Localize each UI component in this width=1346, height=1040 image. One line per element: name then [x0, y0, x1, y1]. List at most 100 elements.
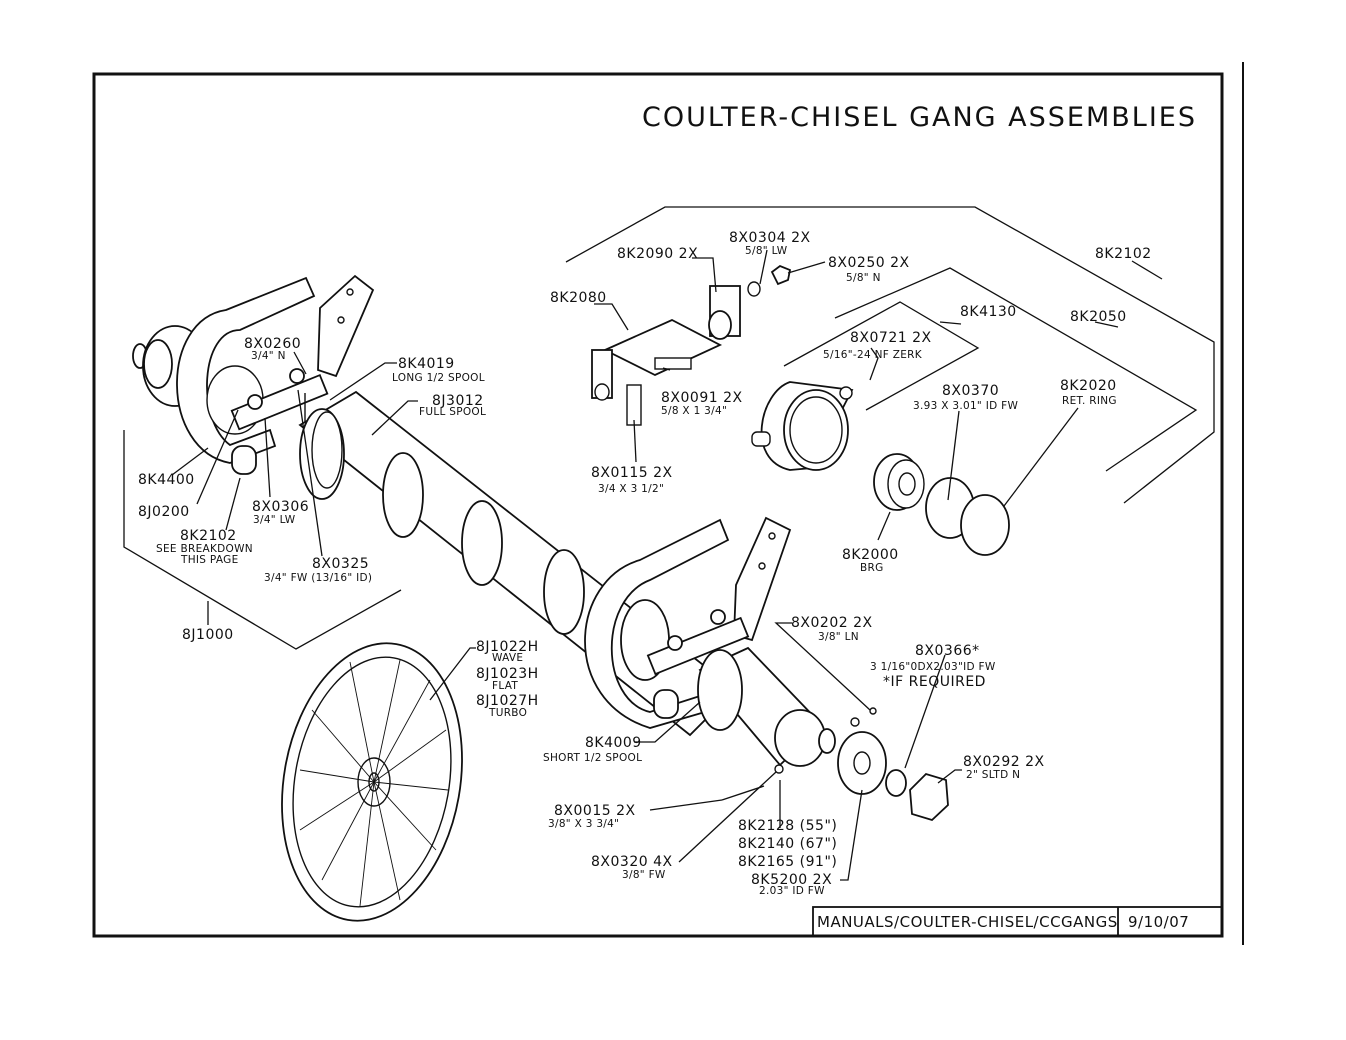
svg-text:8K2128 (55"): 8K2128 (55")	[738, 818, 837, 834]
callout-8J1027H: 8J1027H TURBO	[476, 693, 538, 719]
svg-text:8K2050: 8K2050	[1070, 309, 1127, 325]
callout-8K5200: 8K5200 2X 2.03" ID FW	[751, 872, 832, 897]
svg-text:2.03" ID FW: 2.03" ID FW	[759, 885, 825, 897]
callout-8J3012: 8J3012 FULL SPOOL	[419, 393, 486, 418]
svg-text:3/8" LN: 3/8" LN	[818, 631, 859, 643]
svg-text:3.93 X 3.01" ID FW: 3.93 X 3.01" ID FW	[913, 400, 1018, 412]
svg-text:3/4" N: 3/4" N	[251, 350, 286, 362]
svg-text:8J1000: 8J1000	[182, 627, 234, 643]
callout-8X0721: 8X0721 2X 5/16"-24 NF ZERK	[823, 330, 932, 361]
svg-text:5/8 X 1 3/4": 5/8 X 1 3/4"	[661, 405, 727, 417]
callout-8J1000: 8J1000	[182, 627, 234, 643]
callout-8K2165: 8K2165 (91")	[738, 854, 837, 870]
bracket-assembly	[591, 264, 792, 426]
svg-text:5/8" LW: 5/8" LW	[745, 245, 788, 257]
callout-8X0370: 8X0370 3.93 X 3.01" ID FW	[913, 383, 1018, 412]
svg-text:8X0250 2X: 8X0250 2X	[828, 255, 910, 271]
callout-8K2000: 8K2000 BRG	[842, 547, 899, 574]
drawing-title: COULTER-CHISEL GANG ASSEMBLIES	[642, 102, 1197, 133]
svg-text:8K2090 2X: 8K2090 2X	[617, 246, 698, 262]
callout-8K2090: 8K2090 2X	[617, 246, 698, 262]
drawing-border	[92, 72, 1224, 938]
callout-8K2020: 8K2020 RET. RING	[1060, 378, 1117, 407]
manual-path: MANUALS/COULTER-CHISEL/CCGANGS	[817, 913, 1118, 931]
callout-8X0115: 8X0115 2X 3/4 X 3 1/2"	[591, 465, 673, 495]
svg-text:SEE BREAKDOWN: SEE BREAKDOWN	[156, 543, 253, 555]
svg-text:8K2140 (67"): 8K2140 (67")	[738, 836, 837, 852]
svg-text:8J1022H: 8J1022H	[476, 639, 539, 655]
svg-text:8X0115 2X: 8X0115 2X	[591, 465, 673, 481]
svg-text:THIS PAGE: THIS PAGE	[180, 554, 239, 566]
svg-text:5/16"-24 NF ZERK: 5/16"-24 NF ZERK	[823, 349, 923, 361]
callout-8J1022H: 8J1022H WAVE	[476, 639, 539, 664]
svg-text:3/8" X 3 3/4": 3/8" X 3 3/4"	[548, 818, 619, 830]
svg-text:8X0306: 8X0306	[252, 499, 309, 515]
svg-text:SHORT 1/2 SPOOL: SHORT 1/2 SPOOL	[543, 752, 642, 764]
svg-text:8K5200 2X: 8K5200 2X	[751, 872, 832, 888]
callout-8K4400: 8K4400	[138, 472, 195, 488]
callout-8X0202: 8X0202 2X 3/8" LN	[791, 615, 873, 643]
coulter-blade	[281, 642, 463, 922]
svg-text:8K4400: 8K4400	[138, 472, 195, 488]
svg-text:8X0721 2X: 8X0721 2X	[850, 330, 932, 346]
callout-8X0304: 8X0304 2X 5/8" LW	[729, 230, 811, 257]
leader-lines	[171, 249, 1079, 881]
svg-text:8K4019: 8K4019	[398, 356, 455, 372]
callout-8K2080: 8K2080	[550, 290, 607, 306]
svg-text:3/8" FW: 3/8" FW	[622, 869, 666, 881]
revision-date: 9/10/07	[1128, 913, 1189, 931]
svg-text:FLAT: FLAT	[492, 680, 518, 692]
svg-text:8X0091 2X: 8X0091 2X	[661, 390, 743, 406]
svg-text:8K2020: 8K2020	[1060, 378, 1117, 394]
svg-text:8K2102: 8K2102	[1095, 246, 1152, 262]
svg-text:FULL SPOOL: FULL SPOOL	[419, 406, 486, 418]
svg-text:8J1023H: 8J1023H	[476, 666, 539, 682]
svg-text:8X0260: 8X0260	[244, 336, 301, 352]
gang-tube	[298, 390, 737, 737]
svg-text:LONG 1/2 SPOOL: LONG 1/2 SPOOL	[392, 372, 485, 384]
svg-text:8K2080: 8K2080	[550, 290, 607, 306]
callout-8K4009: 8K4009 SHORT 1/2 SPOOL	[543, 735, 642, 764]
callout-8X0292: 8X0292 2X 2" SLTD N	[963, 754, 1045, 781]
svg-text:8X0325: 8X0325	[312, 556, 369, 572]
svg-text:8K2165 (91"): 8K2165 (91")	[738, 854, 837, 870]
group-brackets	[123, 206, 1215, 650]
svg-text:3/4" LW: 3/4" LW	[253, 514, 296, 526]
callout-8X0250: 8X0250 2X 5/8" N	[828, 255, 910, 284]
callout-8X0306: 8X0306 3/4" LW	[252, 499, 309, 526]
svg-text:RET. RING: RET. RING	[1062, 395, 1117, 407]
callout-8K2050: 8K2050	[1070, 309, 1127, 325]
callout-8K2102-left: 8K2102 SEE BREAKDOWN THIS PAGE	[156, 528, 253, 566]
svg-text:8X0304 2X: 8X0304 2X	[729, 230, 811, 246]
svg-text:8K2000: 8K2000	[842, 547, 899, 563]
callout-8X0366: 8X0366* 3 1/16"0DX2.03"ID FW *IF REQUIRE…	[870, 643, 996, 690]
svg-text:8X0370: 8X0370	[942, 383, 999, 399]
callout-8X0320: 8X0320 4X 3/8" FW	[591, 854, 673, 881]
right-hub-assembly	[584, 516, 949, 822]
callout-8K2128: 8K2128 (55")	[738, 818, 837, 834]
callout-8K4130: 8K4130	[960, 304, 1017, 320]
svg-text:3 1/16"0DX2.03"ID FW: 3 1/16"0DX2.03"ID FW	[870, 661, 996, 673]
svg-text:3/4 X 3 1/2": 3/4 X 3 1/2"	[598, 483, 664, 495]
svg-text:8X0202 2X: 8X0202 2X	[791, 615, 873, 631]
svg-text:8K4130: 8K4130	[960, 304, 1017, 320]
callout-8K2102-top: 8K2102	[1095, 246, 1152, 262]
svg-text:8X0015 2X: 8X0015 2X	[554, 803, 636, 819]
svg-text:8X0292 2X: 8X0292 2X	[963, 754, 1045, 770]
svg-text:8X0320 4X: 8X0320 4X	[591, 854, 673, 870]
svg-text:8X0366*: 8X0366*	[915, 643, 980, 659]
svg-text:WAVE: WAVE	[492, 652, 523, 664]
svg-text:8K2102: 8K2102	[180, 528, 237, 544]
svg-text:BRG: BRG	[860, 562, 884, 574]
svg-text:*IF REQUIRED: *IF REQUIRED	[883, 674, 986, 690]
svg-text:8J0200: 8J0200	[138, 504, 190, 520]
bearing-housing	[751, 381, 1010, 556]
svg-text:3/4" FW (13/16" ID): 3/4" FW (13/16" ID)	[264, 572, 372, 584]
svg-text:TURBO: TURBO	[488, 707, 527, 719]
callout-8X0015: 8X0015 2X 3/8" X 3 3/4"	[548, 803, 636, 830]
svg-text:8J3012: 8J3012	[432, 393, 484, 409]
callout-8K4019: 8K4019 LONG 1/2 SPOOL	[392, 356, 485, 384]
left-hub-assembly	[132, 274, 375, 475]
callout-8J1023H: 8J1023H FLAT	[476, 666, 539, 692]
